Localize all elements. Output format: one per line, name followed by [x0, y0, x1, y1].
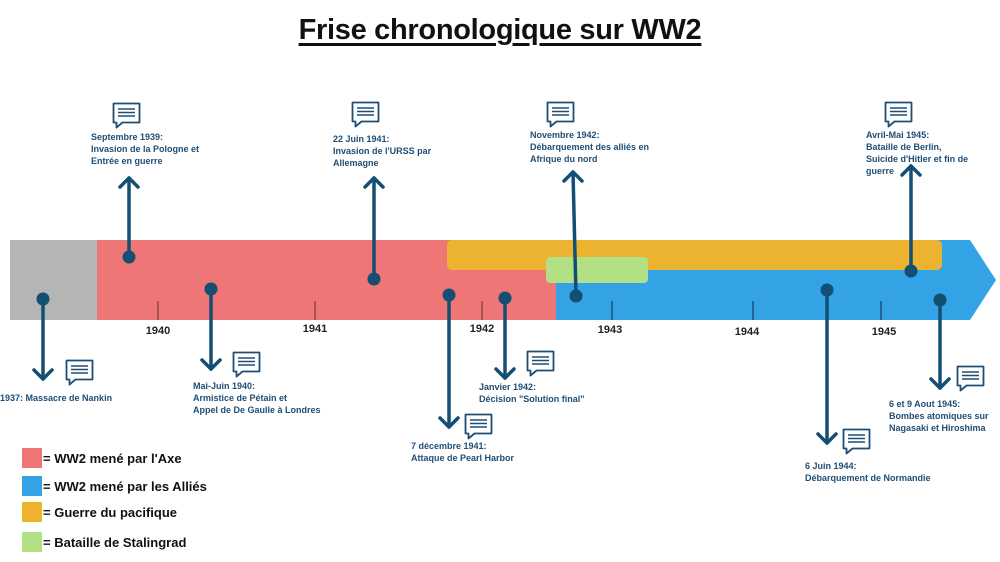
event-marker-aug-1945	[929, 298, 951, 390]
chat-icon	[842, 428, 871, 455]
legend-item-pacific: = Guerre du pacifique	[22, 502, 177, 522]
event-label-nov-1942: Novembre 1942:Débarquement des alliés en…	[530, 130, 650, 164]
event-marker-nov-1942	[562, 170, 584, 298]
event-marker-dec-1941	[438, 293, 460, 429]
event-marker-sept-1939	[118, 176, 140, 259]
chat-icon	[464, 413, 493, 440]
stalingrad-bar	[546, 257, 648, 283]
legend-item-allies: = WW2 mené par les Alliés	[22, 476, 207, 496]
legend-swatch-axis	[22, 448, 42, 468]
event-dots	[36, 250, 947, 307]
chat-icon	[546, 101, 575, 128]
event-marker-june-1941	[363, 176, 385, 281]
event-label-jan-1942: Janvier 1942:Décision "Solution final"	[479, 382, 585, 404]
event-marker-1937	[32, 297, 54, 381]
event-label-aug-1945: 6 et 9 Aout 1945:Bombes atomiques sur Na…	[889, 399, 989, 433]
event-label-apr-1945: Avril-Mai 1945:Bataille de Berlin, Suici…	[866, 130, 969, 176]
event-label-sept-1939: Septembre 1939:Invasion de la Pologne et…	[91, 132, 200, 166]
event-label-1937: 1937: Massacre de Nankin	[0, 393, 113, 403]
svg-text:1943: 1943	[598, 324, 622, 336]
chat-icon	[526, 350, 555, 377]
legend-item-axis: = WW2 mené par l'Axe	[22, 448, 182, 468]
svg-text:1941: 1941	[303, 323, 327, 335]
event-marker-apr-1945	[900, 164, 922, 272]
legend-swatch-allies	[22, 476, 42, 496]
svg-text:1945: 1945	[872, 326, 896, 338]
chat-icon	[351, 101, 380, 128]
chat-icon	[65, 359, 94, 386]
chat-icon	[956, 365, 985, 392]
svg-text:1942: 1942	[470, 323, 494, 335]
event-marker-may-1940	[200, 287, 222, 371]
year-labels: 1940 1941 1942 1943 1944 1945	[146, 323, 896, 338]
event-label-may-1940: Mai-Juin 1940:Armistice de Pétain et App…	[193, 381, 321, 415]
chat-icon	[884, 101, 913, 128]
svg-text:1940: 1940	[146, 325, 170, 337]
page-title: Frise chronologique sur WW2	[298, 14, 702, 46]
event-marker-june-1944	[816, 288, 838, 445]
legend-swatch-pacific	[22, 502, 42, 522]
pacific-war-bar	[447, 240, 942, 270]
legend-item-stalingrad: = Bataille de Stalingrad	[22, 532, 186, 552]
event-label-june-1941: 22 Juin 1941:Invasion de l'URSS par Alle…	[333, 134, 432, 168]
pre-war-segment	[10, 240, 98, 320]
event-marker-jan-1942	[494, 296, 516, 380]
year-ticks	[157, 301, 882, 320]
chat-icon	[232, 351, 261, 378]
event-label-dec-1941: 7 décembre 1941:Attaque de Pearl Harbor	[411, 441, 515, 463]
event-label-june-1944: 6 Juin 1944:Débarquement de Normandie	[805, 461, 931, 483]
svg-text:1944: 1944	[735, 326, 760, 338]
legend-swatch-stalingrad	[22, 532, 42, 552]
chat-icon	[112, 102, 141, 129]
